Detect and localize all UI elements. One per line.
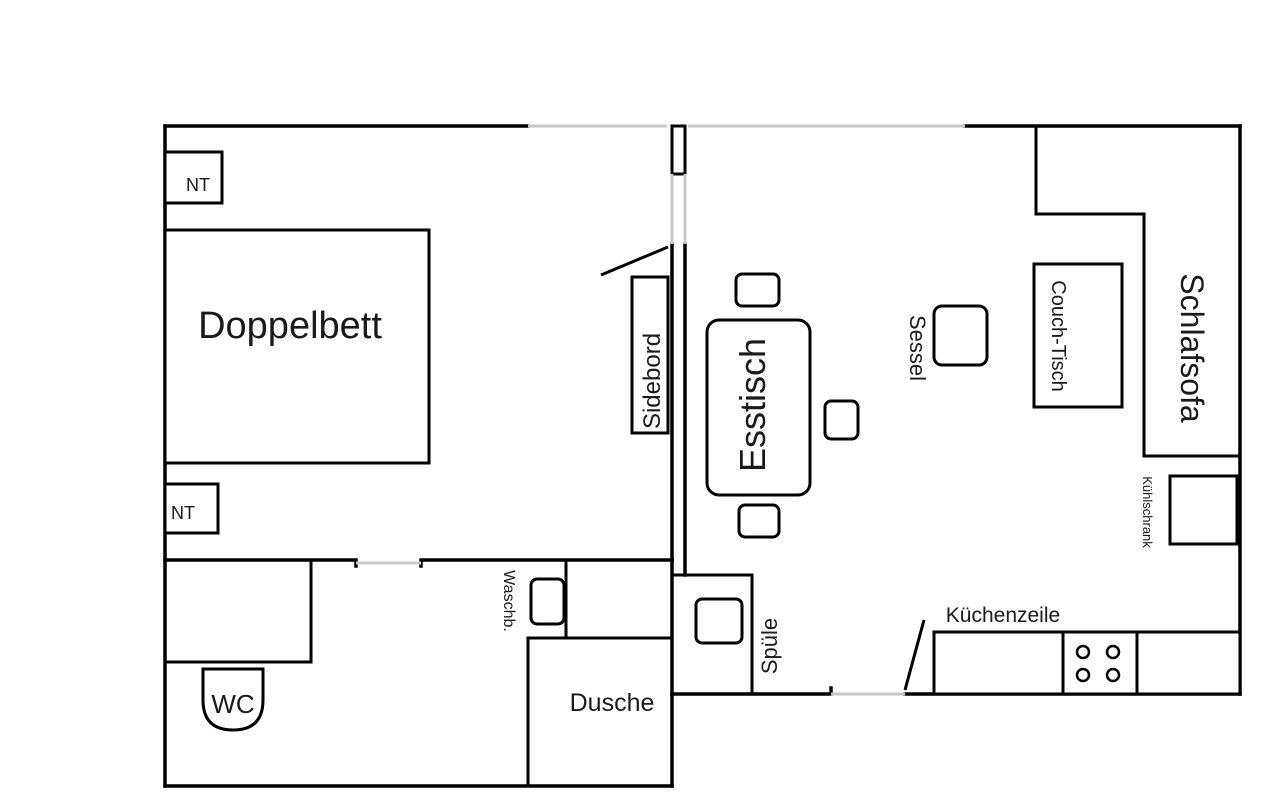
wall-partition-lower xyxy=(670,242,687,577)
sofa-bed xyxy=(1034,126,1240,458)
chair-right xyxy=(823,399,860,441)
sink-label: Spüle xyxy=(757,618,782,674)
fridge-label: Kühlschrank xyxy=(1140,476,1155,548)
kitchen: Kühlschrank Küchenzeile Spüle xyxy=(670,474,1242,696)
nightstand-top-label: NT xyxy=(186,175,210,195)
burner xyxy=(1075,667,1091,683)
stove xyxy=(1061,630,1139,696)
chair-bottom xyxy=(737,503,781,539)
door-opening-partition xyxy=(670,174,687,244)
door-leaf-entrance xyxy=(903,619,926,691)
bath-cabinet xyxy=(163,558,313,664)
dining-table-label: Esstisch xyxy=(732,338,773,472)
nightstand-bottom-label: NT xyxy=(171,503,195,523)
double-bed-label: Doppelbett xyxy=(198,305,382,347)
bedroom: NT Doppelbett NT Sidebord xyxy=(163,150,670,535)
chair-top xyxy=(734,272,781,308)
door-leaf-bedroom xyxy=(600,245,669,277)
burner xyxy=(1105,667,1121,683)
fridge xyxy=(1168,474,1239,546)
burner xyxy=(1105,644,1121,660)
sink-cabinet xyxy=(670,573,754,696)
nightstand-top xyxy=(163,150,224,205)
sideboard xyxy=(630,275,670,435)
shower xyxy=(526,636,674,788)
kitchen-counter-label: Küchenzeile xyxy=(946,604,1060,627)
coffee-table-label: Couch-Tisch xyxy=(1047,280,1069,392)
toilet-label: WC xyxy=(211,689,254,719)
living-room: Esstisch Sessel Couch-Tisch Schlafsofa xyxy=(705,126,1240,539)
wall-bedroom-bath-right xyxy=(419,558,674,568)
washbasin-label: Waschb. xyxy=(500,570,517,632)
burner xyxy=(1075,644,1091,660)
nightstand-bottom xyxy=(163,482,220,535)
dining-table xyxy=(705,318,812,497)
armchair-label: Sessel xyxy=(905,315,930,381)
bathroom: WC Waschb. Dusche xyxy=(163,558,674,788)
openings xyxy=(356,124,965,696)
shower-label: Dusche xyxy=(570,689,655,717)
coffee-table xyxy=(1032,262,1124,409)
armchair xyxy=(932,304,989,367)
toilet xyxy=(201,667,265,732)
sofa-bed-label: Schlafsofa xyxy=(1174,273,1210,423)
wall-partition-post xyxy=(670,124,687,176)
stove-burners xyxy=(1075,644,1121,683)
sink xyxy=(694,597,744,645)
sideboard-label: Sidebord xyxy=(639,333,666,429)
double-bed xyxy=(163,228,431,465)
washbasin xyxy=(529,577,566,626)
